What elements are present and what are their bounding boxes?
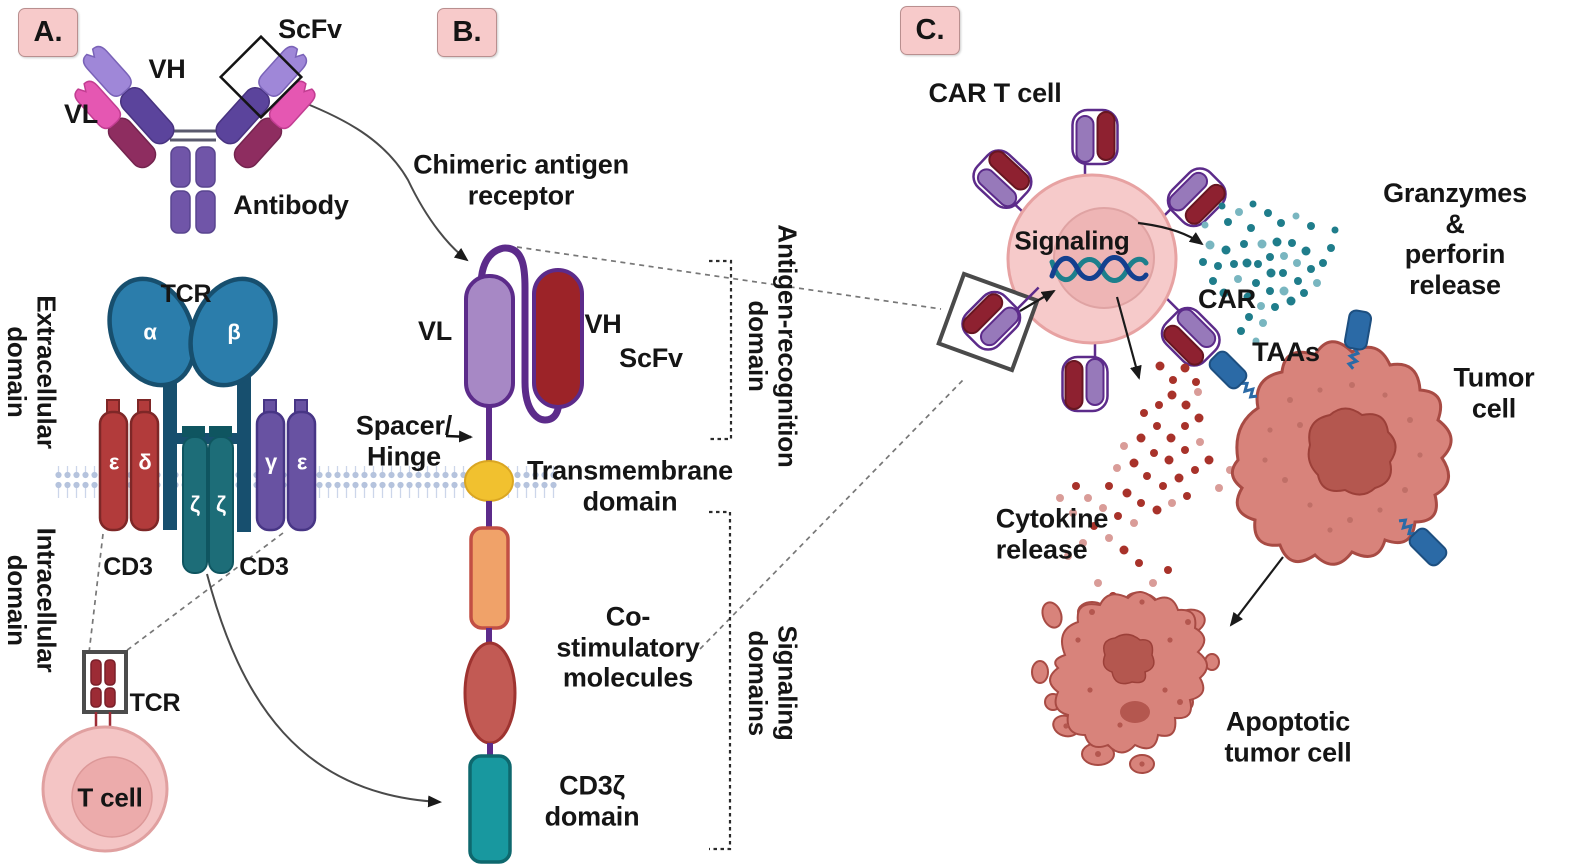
domain-brackets	[709, 259, 733, 851]
panel-a-badge: A.	[18, 8, 78, 57]
scfv-label-a: ScFv	[278, 13, 342, 44]
vh-label-a: VH	[148, 53, 186, 84]
tcr-beta-chain	[188, 276, 278, 388]
cd3-epsilon-left-chain	[98, 410, 129, 532]
panel-b-badge-label: B.	[452, 16, 482, 48]
cd3zeta-label: CD3ζ domain	[544, 770, 640, 832]
transmembrane-domain-icon	[464, 460, 514, 502]
zeta-chain-1	[182, 436, 208, 574]
apoptotic-cell-label: Apoptotic tumor cell	[1224, 706, 1352, 768]
panel-a-badge-label: A.	[33, 16, 63, 48]
flow-arrows	[206, 97, 469, 808]
antibody-icon	[74, 34, 316, 234]
tcr-complex-icon	[98, 276, 317, 574]
apoptotic-cell-icon	[1031, 591, 1220, 774]
intracellular-domain-label: Intracellular domain	[2, 527, 62, 673]
zeta-1-label: ζ	[190, 491, 200, 517]
car-vl-domain	[464, 274, 515, 408]
car-t-cell-icon	[936, 108, 1234, 413]
chimeric-receptor-label: Chimeric antigen receptor	[413, 149, 629, 211]
zeta-2-label: ζ	[216, 491, 226, 517]
vl-label-b: VL	[417, 315, 453, 346]
tcr-title: TCR	[160, 279, 212, 308]
apoptotic-nucleus-fragment	[1102, 633, 1155, 685]
apoptosis-arrow	[1229, 556, 1284, 627]
costimulatory-label: Co- stimulatory molecules	[556, 601, 700, 693]
transmembrane-label: Transmembrane domain	[527, 455, 733, 517]
antibody-right-arm	[215, 45, 316, 169]
scfv-highlight-box	[218, 34, 304, 120]
tcr-inset-label: TCR	[129, 688, 181, 717]
extracellular-domain-label: Extracellular domain	[2, 295, 62, 449]
granzymes-label: Granzymes & perforin release	[1383, 178, 1527, 300]
car-t-cell-label: CAR T cell	[928, 77, 1062, 108]
cytokine-release-label: Cytokine release	[995, 503, 1109, 565]
tcr-beta-label: β	[227, 319, 241, 345]
taas-label: TAAs	[1252, 336, 1320, 367]
granzyme-perforin-dots	[1199, 200, 1339, 345]
scfv-linker-loop	[477, 244, 563, 424]
panel-c-badge-label: C.	[915, 14, 945, 46]
vl-label-a: VL	[63, 98, 99, 129]
signaling-domains-label: Signaling domains	[743, 625, 803, 741]
tumor-cell-icon	[1205, 307, 1453, 627]
cd3-delta-chain	[129, 410, 160, 532]
zeta-chain-2	[208, 436, 234, 574]
tumor-cell-nucleus	[1307, 407, 1397, 496]
cytokine-release-arrow	[1115, 296, 1142, 380]
antigen-recognition-bracket	[709, 259, 733, 441]
dna-icon	[1049, 255, 1149, 283]
signaling-label: Signaling	[1014, 225, 1130, 256]
cd3-left-label: CD3	[103, 552, 153, 581]
cd3-epsilon-right-chain	[286, 410, 317, 532]
apoptotic-speckles	[1063, 599, 1191, 767]
cd3-gamma-chain	[255, 410, 286, 532]
tumor-cell-label: Tumor cell	[1453, 362, 1535, 424]
cd3-delta-label: δ	[138, 449, 152, 475]
car-to-nucleus-arrow	[1019, 289, 1056, 312]
zoom-dashed-lines	[88, 246, 965, 654]
granzyme-release-arrow	[1137, 221, 1204, 246]
panel-c-badge: C.	[900, 6, 960, 55]
spacer-hinge-label: Spacer/ Hinge	[355, 410, 453, 472]
cd3-epsilon-right-label: ε	[296, 449, 308, 475]
tcr-alpha-label: α	[143, 319, 157, 345]
panel-b-badge: B.	[437, 8, 497, 57]
cd3zeta-domain-icon	[468, 754, 512, 864]
tumor-speckles	[1262, 382, 1423, 533]
zeta-to-cd3zeta-arrow	[206, 573, 442, 808]
vh-label-b: VH	[584, 308, 622, 339]
antibody-label: Antibody	[233, 189, 349, 220]
costim-domain-2	[463, 641, 517, 745]
t-cell-icon	[41, 725, 169, 853]
car-label: CAR	[1198, 283, 1256, 314]
scfv-label-b: ScFv	[619, 342, 683, 373]
cd3-right-label: CD3	[239, 552, 289, 581]
signaling-domains-bracket	[709, 510, 732, 851]
cd3-gamma-label: γ	[264, 449, 278, 475]
car-structure-icon	[445, 244, 584, 864]
scfv-to-car-arrow	[291, 97, 469, 262]
car-t-cell-nucleus	[1053, 207, 1155, 309]
antigen-recognition-label: Antigen-recognition domain	[743, 224, 803, 468]
costim-domain-1	[469, 526, 510, 630]
spacer-pointer-arrow	[445, 430, 473, 443]
car-vh-domain	[532, 268, 584, 409]
tcr-inset	[82, 650, 128, 741]
antibody-left-arm	[74, 45, 175, 169]
t-cell-label: T cell	[77, 782, 143, 813]
cd3-epsilon-left-label: ε	[108, 449, 120, 475]
tcr-alpha-chain	[107, 276, 197, 388]
